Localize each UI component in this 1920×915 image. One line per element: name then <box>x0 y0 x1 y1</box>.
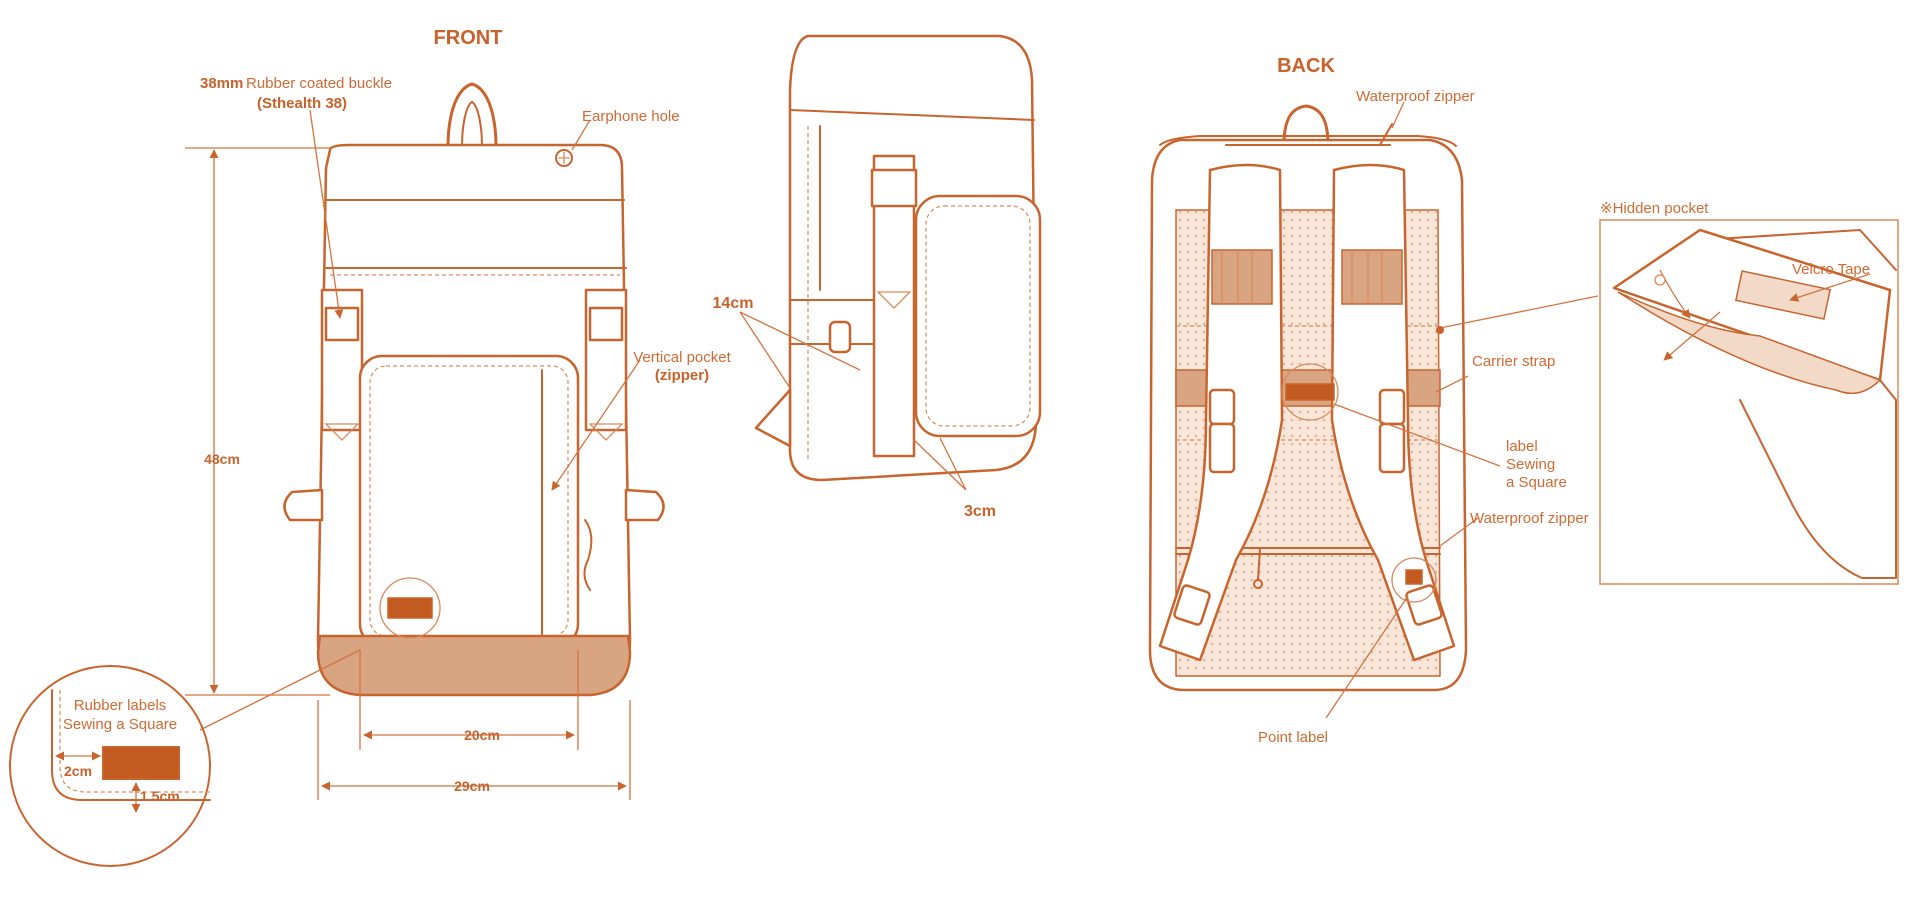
rubber-labels-line1: Rubber labels <box>74 697 167 714</box>
depth-dimension: 14cm <box>713 295 754 312</box>
front-top-handle <box>446 82 498 150</box>
side-buckle-icon <box>870 168 918 208</box>
side-strap-adjuster <box>828 320 852 354</box>
hidden-pocket-label: ※Hidden pocket <box>1600 200 1709 217</box>
label-offset-dimension: 2cm <box>64 763 92 779</box>
waterproof-zipper-top-label: Waterproof zipper <box>1356 88 1475 105</box>
back-center-label <box>1285 383 1335 401</box>
rubber-label-detail <box>102 746 180 780</box>
outer-width-dimension: 29cm <box>454 778 490 794</box>
front-view: FRONT 38mm Rubber coated buckle (Sthealt… <box>9 27 732 867</box>
back-label-line2: Sewing <box>1506 456 1555 473</box>
front-base-panel <box>316 634 632 697</box>
earphone-hole-icon <box>555 149 573 167</box>
back-title: BACK <box>1277 55 1335 77</box>
earphone-hole-label: Earphone hole <box>582 108 680 125</box>
side-pocket <box>914 194 1042 438</box>
point-label-icon <box>1405 569 1423 585</box>
side-tab-right <box>624 488 665 522</box>
buckle-model: (Sthealth 38) <box>257 95 347 112</box>
height-dimension: 48cm <box>204 451 240 467</box>
velcro-tape-label: Velcro Tape <box>1792 261 1870 278</box>
carrier-strap-label: Carrier strap <box>1472 353 1555 370</box>
side-view: 14cm 3cm <box>713 34 1042 520</box>
front-title: FRONT <box>434 27 503 49</box>
point-label-text: Point label <box>1258 729 1328 746</box>
side-tab-left <box>283 488 324 522</box>
rubber-label-detail-circle <box>9 665 211 867</box>
pocket-depth-dimension: 3cm <box>964 503 996 520</box>
buckle-right-icon <box>588 306 624 342</box>
back-view: BACK Waterproof zipper ※Hidden pocket Ve… <box>1148 55 1899 746</box>
back-label-line3: a Square <box>1506 474 1567 491</box>
side-tab <box>754 388 792 448</box>
label-height-dimension: 1.5cm <box>140 788 180 804</box>
buckle-size: 38mm <box>200 75 243 92</box>
rubber-labels-line2: Sewing a Square <box>63 716 177 733</box>
inner-width-dimension: 20cm <box>464 727 500 743</box>
velcro-tape <box>1734 270 1832 320</box>
back-top-handle <box>1282 104 1330 147</box>
waterproof-zipper-bottom-label: Waterproof zipper <box>1470 510 1589 527</box>
buckle-label: Rubber coated buckle <box>246 75 392 92</box>
front-rubber-label <box>387 597 433 619</box>
vertical-pocket-label: Vertical pocket <box>633 349 731 366</box>
buckle-left-icon <box>324 306 360 342</box>
vertical-pocket-zipper-label: (zipper) <box>655 367 709 384</box>
back-label-line1: label <box>1506 438 1538 455</box>
